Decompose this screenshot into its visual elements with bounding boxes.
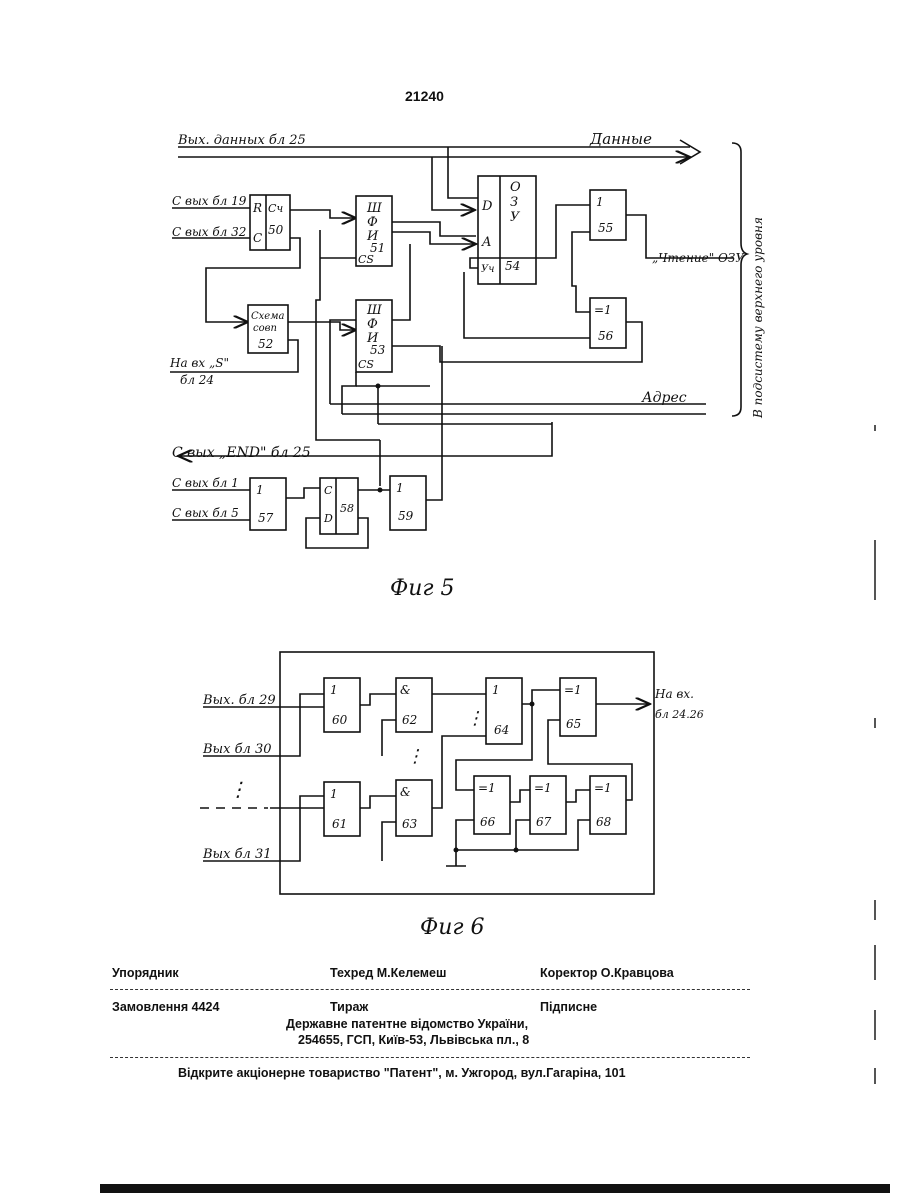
ozu-d-pin: D [481,199,493,214]
wire-57-58 [286,488,320,498]
dots-mid: ⋮ [406,746,424,767]
ozu-a-pin: A [481,235,491,250]
block-58-number: 58 [340,502,354,515]
footer-address: 254655, ГСП, Київ-53, Львівська пл., 8 [298,1033,529,1047]
ground-symbol [446,850,466,866]
block-53-l2: Ф [367,317,378,332]
side-label: В подсистему верхнего уровня [751,217,765,419]
block-55-op: 1 [596,195,604,209]
block-62-op: & [400,683,411,697]
output-label-1: На вх. [654,687,694,701]
footer-rule-2 [110,1057,750,1058]
dots-left: ⋮ [228,777,248,801]
block-68-op: =1 [594,781,612,795]
block-53-l1: Ш [366,303,383,318]
block-58-d: D [323,512,333,525]
ozu-label-o: О [510,180,521,195]
block-52-l2: совп [253,323,277,334]
bus-to-ozu-d-2 [448,147,478,198]
block-62-number: 62 [402,713,417,727]
right-brace [732,143,747,416]
block-61-number: 61 [332,817,347,831]
block-50-c: C [253,231,262,245]
block-55-number: 55 [598,221,613,235]
block-52-number: 52 [258,337,273,351]
footer-corrector: Коректор О.Кравцова [540,966,674,980]
footer-rule-1 [110,989,750,990]
footer-circulation: Тираж [330,1000,368,1014]
block-50-r: R [252,201,262,215]
block-57-op: 1 [256,483,264,497]
input-31-label: Вых бл 31 [202,847,272,862]
block-67-number: 67 [536,815,552,829]
fig6-caption: Фиг 6 [420,915,485,940]
input-29-label: Вых. бл 29 [202,693,276,708]
wire-50-51 [290,210,356,218]
block-61-op: 1 [330,787,338,801]
footer-techred: Техред М.Келемеш [330,966,446,980]
block-63-op: & [400,785,411,799]
block-51-l2: Ф [367,215,378,230]
input-19-label: С вых бл 19 [172,194,247,208]
input-end-label: С вых „END" бл 25 [172,445,311,461]
block-57-number: 57 [258,511,274,525]
block-53-number: 53 [370,343,386,357]
block-56-op: =1 [594,303,612,317]
block-59-op: 1 [396,481,404,495]
footer-office: Державне патентне відомство України, [286,1017,528,1031]
input-1-label: С вых бл 1 [172,476,239,490]
block-54-number: 54 [505,259,520,273]
input-s-label: На вх „S" [169,356,229,370]
block-64-number: 64 [494,723,509,737]
footer-subscription: Підписне [540,1000,597,1014]
ozu-label-u: У [510,210,521,225]
block-64-op: 1 [492,683,500,697]
fig5-caption: Фиг 5 [390,576,455,601]
ozu-label-z: З [510,195,518,210]
input-5-label: С вых бл 5 [172,506,239,520]
block-60-op: 1 [330,683,338,697]
block-63-number: 63 [402,817,418,831]
block-53-cs: CS [358,358,374,371]
block-51-l1: Ш [366,201,383,216]
wire-51-ozu-a [392,222,476,236]
input-s-block-label: бл 24 [180,373,214,387]
block-66-number: 66 [480,815,496,829]
wire-52-53 [288,322,356,330]
wire-53-ozu-a [392,244,410,320]
block-67-op: =1 [534,781,552,795]
block-66-op: =1 [478,781,496,795]
top-bus-label: Вых. данных бл 25 [177,133,306,148]
wire-51-ozu-a2 [392,232,476,244]
scan-bottom-bar [100,1184,890,1193]
dots-right: ⋮ [466,708,484,729]
input-32-label: С вых бл 32 [172,225,246,239]
block-50-number: 50 [268,223,284,237]
block-50-type: Сч [268,202,283,215]
output-label-2: бл 24.26 [655,708,704,721]
block-65-op: =1 [564,683,582,697]
ozu-read-pin: Уч [481,264,494,275]
block-51-cs: CS [358,253,374,266]
fig5: Вых. данных бл 25 Данные С вых бл 19 С в… [169,130,765,601]
block-52-l1: Схема [251,311,285,322]
data-label: Данные [589,130,652,148]
block-59-number: 59 [398,509,414,523]
input-30-label: Вых бл 30 [202,742,272,757]
block-65-number: 65 [566,717,581,731]
wire-59-out [426,346,442,500]
footer-order: Замовлення 4424 [112,1000,219,1014]
fig6: Вых. бл 29 Вых бл 30 Вых бл 31 ⋮ 1 60 1 … [200,652,704,940]
bus-to-ozu-d [432,157,475,210]
footer-publisher: Відкрите акціонерне товариство "Патент",… [178,1066,626,1080]
block-58-c: C [324,484,333,497]
block-56-number: 56 [598,329,614,343]
data-bus-arrowhead [680,140,700,164]
block-60-number: 60 [332,713,348,727]
footer-compiler: Упорядник [112,966,179,980]
block-68-number: 68 [596,815,612,829]
